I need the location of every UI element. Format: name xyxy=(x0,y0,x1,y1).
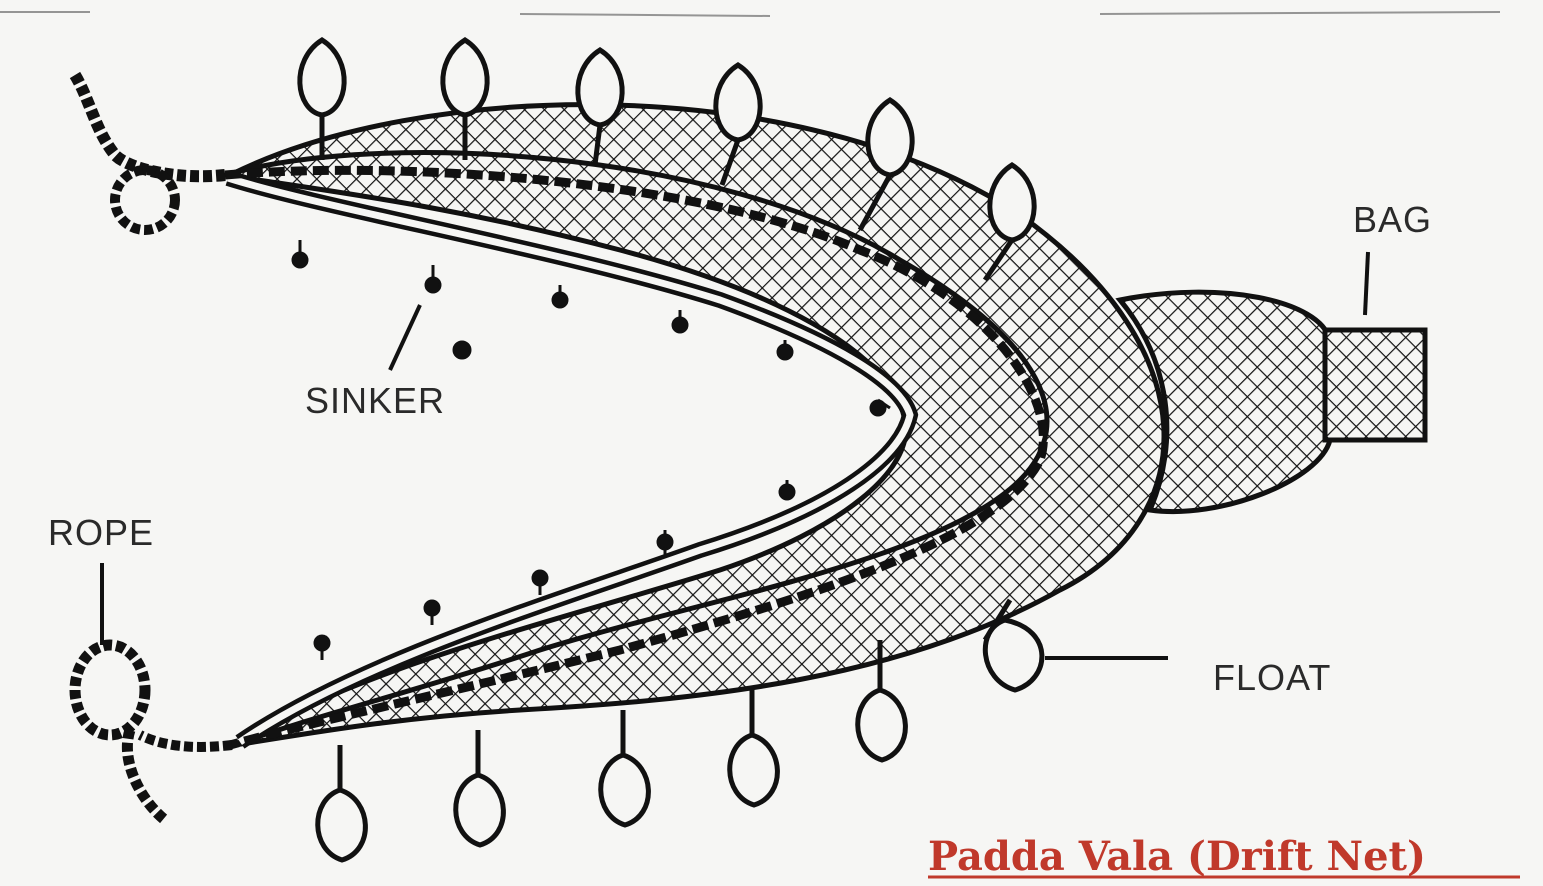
scan-edge-marks xyxy=(0,12,1500,16)
sinker-marker xyxy=(780,480,794,500)
sinker-marker xyxy=(553,285,567,307)
bottom-rope-end xyxy=(75,645,232,820)
sinker-marker xyxy=(658,530,672,555)
float-marker xyxy=(318,745,366,860)
rope-label: ROPE xyxy=(48,512,154,553)
diagram-caption: Padda Vala (Drift Net) xyxy=(928,833,1426,880)
sinker-marker xyxy=(426,265,440,292)
float-marker xyxy=(601,710,649,825)
sinker-marker xyxy=(454,342,470,358)
top-rope-end xyxy=(75,75,225,230)
float-marker xyxy=(456,730,504,845)
float-label: FLOAT xyxy=(1213,657,1331,698)
sinker-marker xyxy=(315,635,329,660)
sinker-marker xyxy=(871,400,890,415)
sinker-marker xyxy=(533,570,547,595)
sinker-marker xyxy=(425,600,439,625)
bag-leader xyxy=(1365,252,1368,315)
sinker-marker xyxy=(673,310,687,332)
sinker-marker xyxy=(778,340,792,359)
float-marker xyxy=(730,690,778,805)
bag-label: BAG xyxy=(1353,199,1432,240)
bag xyxy=(1325,330,1425,440)
sinker-leader xyxy=(390,305,420,370)
sinker-marker xyxy=(293,240,307,267)
sinker-label: SINKER xyxy=(305,380,445,421)
